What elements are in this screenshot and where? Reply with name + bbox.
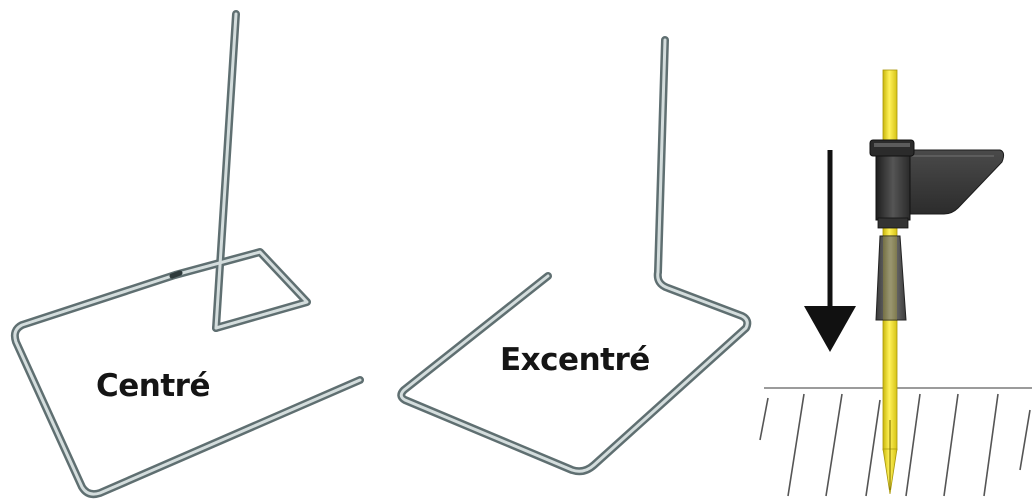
offset-wire-stand <box>397 36 752 476</box>
stake-clamp <box>869 139 1005 229</box>
down-arrow-icon <box>804 150 856 352</box>
centered-label: Centré <box>96 368 210 404</box>
offset-label: Excentré <box>500 342 650 378</box>
stake-sleeve <box>875 235 907 321</box>
stake-diagram <box>759 69 1032 497</box>
centered-wire-stand <box>10 10 364 499</box>
ground-hatching <box>759 393 1031 497</box>
